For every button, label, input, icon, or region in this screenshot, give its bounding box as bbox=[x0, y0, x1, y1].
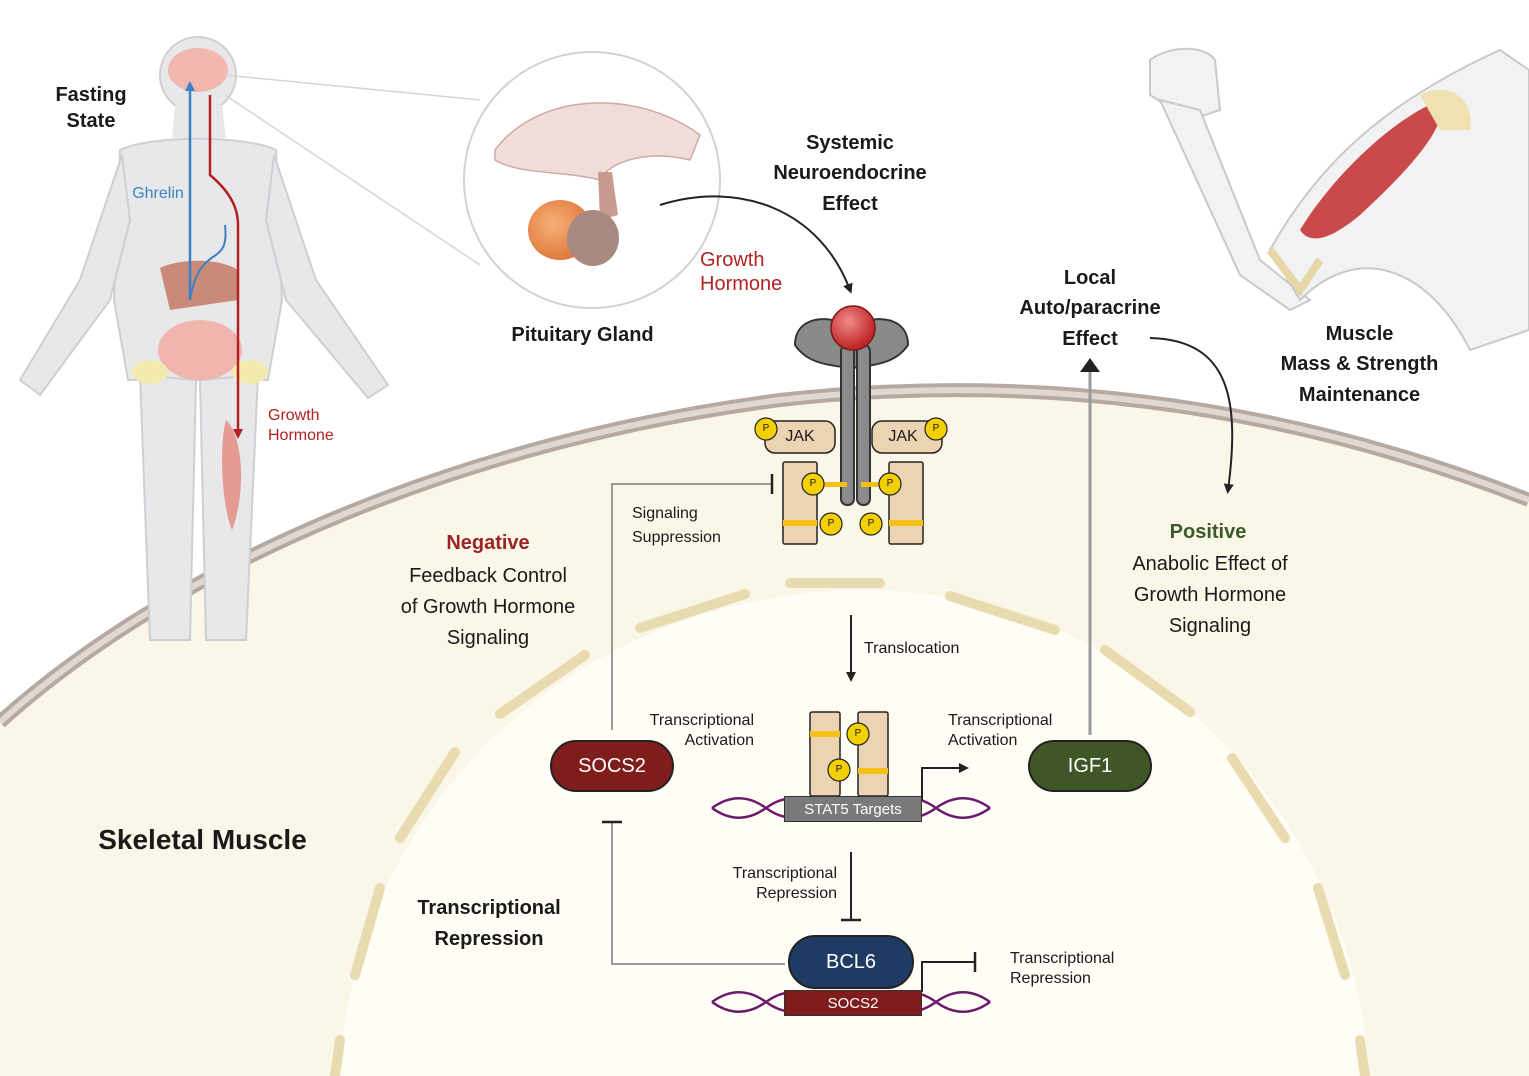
negative-body: Feedback Control of Growth Hormone Signa… bbox=[378, 561, 598, 654]
signaling-suppression-line-2: Suppression bbox=[632, 529, 721, 546]
human-body-illustration bbox=[18, 36, 390, 641]
phospho-sites bbox=[754, 417, 948, 782]
systemic-effect-line-2: Neuroendocrine bbox=[773, 162, 927, 185]
transcriptional-repression-left-line-2: Repression bbox=[434, 928, 544, 950]
negative-body-line-3: Signaling bbox=[446, 627, 530, 649]
growth-hormone-body-line-2: Hormone bbox=[268, 426, 334, 444]
phospho-label: P bbox=[809, 478, 817, 489]
transcriptional-repression-center-label: Transcriptional Repression bbox=[712, 864, 837, 903]
muscle-mass-line-2: Mass & Strength bbox=[1280, 353, 1439, 376]
negative-title: Negative bbox=[446, 532, 530, 554]
phospho-label: P bbox=[932, 423, 940, 434]
positive-body: Anabolic Effect of Growth Hormone Signal… bbox=[1100, 549, 1320, 642]
positive-title: Positive bbox=[1169, 521, 1247, 543]
transcriptional-activation-right-label: Transcriptional Activation bbox=[948, 711, 1070, 750]
ghrelin-stomach-link bbox=[189, 224, 227, 301]
muscle-mass-label: Muscle Mass & Strength Maintenance bbox=[1262, 319, 1457, 410]
phospho-label: P bbox=[827, 518, 835, 529]
phospho-label: P bbox=[835, 764, 843, 775]
growth-hormone-ligand-line-2: Hormone bbox=[700, 273, 783, 295]
transcriptional-repression-right-line-1: Transcriptional bbox=[1010, 950, 1115, 967]
systemic-effect-label: Systemic Neuroendocrine Effect bbox=[755, 128, 945, 219]
bcl6-gene-repression-line bbox=[921, 961, 975, 992]
socs2-protein: SOCS2 bbox=[550, 740, 674, 792]
transcriptional-activation-left-label: Transcriptional Activation bbox=[632, 711, 754, 750]
signaling-suppression-line-1: Signaling bbox=[632, 505, 698, 522]
muscle-icon bbox=[222, 420, 242, 530]
transcriptional-repression-center-line-1: Transcriptional bbox=[732, 865, 837, 882]
transcriptional-activation-left-line-1: Transcriptional bbox=[649, 712, 754, 729]
intestine-icon bbox=[158, 320, 242, 380]
transcription-start-arrow bbox=[921, 763, 969, 800]
local-effect-label: Local Auto/paracrine Effect bbox=[1000, 263, 1180, 354]
socs2-gene: SOCS2 bbox=[784, 990, 922, 1016]
liver-icon bbox=[160, 260, 238, 310]
negative-body-line-1: Feedback Control bbox=[409, 565, 567, 587]
growth-hormone-body-label: Growth Hormone bbox=[268, 406, 358, 445]
growth-hormone-body-line-1: Growth bbox=[268, 407, 320, 424]
pituitary-gland-label: Pituitary Gland bbox=[511, 324, 654, 346]
skeletal-muscle-label: Skeletal Muscle bbox=[98, 824, 307, 855]
jak-left-label: JAK bbox=[785, 428, 815, 445]
systemic-arrow bbox=[659, 195, 853, 294]
igf1-up-arrow-head bbox=[1080, 358, 1100, 372]
bcl6-protein: BCL6 bbox=[788, 935, 914, 989]
fasting-state-label: Fasting State bbox=[40, 82, 142, 134]
local-effect-line-2: Auto/paracrine bbox=[1019, 297, 1161, 320]
bcl6-socs2-repression-line bbox=[611, 822, 785, 965]
transcriptional-activation-left-line-2: Activation bbox=[684, 731, 754, 749]
fasting-state-line-1: Fasting bbox=[55, 84, 127, 106]
transcriptional-repression-right-line-2: Repression bbox=[1010, 969, 1091, 987]
arm-illustration bbox=[1149, 47, 1529, 352]
signaling-suppression-line bbox=[611, 483, 772, 730]
ghrelin-label: Ghrelin bbox=[132, 185, 184, 202]
signaling-suppression-label: Signaling Suppression bbox=[632, 502, 742, 550]
fasting-state-line-2: State bbox=[66, 110, 116, 132]
local-effect-line-1: Local bbox=[1063, 267, 1117, 289]
pituitary-zoom bbox=[224, 51, 721, 309]
translocation-label: Translocation bbox=[864, 640, 960, 657]
growth-hormone-ligand-icon bbox=[830, 305, 876, 351]
local-effect-line-3: Effect bbox=[1062, 327, 1118, 350]
positive-body-line-1: Anabolic Effect of bbox=[1132, 553, 1288, 575]
phospho-label: P bbox=[886, 478, 894, 489]
systemic-effect-line-3: Effect bbox=[822, 192, 878, 215]
growth-hormone-ligand-label: Growth Hormone bbox=[700, 248, 815, 296]
jak-right-label: JAK bbox=[888, 428, 918, 445]
stat5-targets-gene: STAT5 Targets bbox=[784, 796, 922, 822]
transcriptional-repression-left-line-1: Transcriptional bbox=[417, 897, 561, 919]
bicep-muscle-icon bbox=[1300, 100, 1442, 239]
transcriptional-repression-center-line-2: Repression bbox=[756, 884, 837, 902]
phospho-label: P bbox=[762, 423, 770, 434]
negative-body-line-2: of Growth Hormone bbox=[400, 596, 576, 618]
pituitary-posterior-icon bbox=[567, 210, 619, 266]
systemic-effect-line-1: Systemic bbox=[806, 132, 894, 154]
phospho-label: P bbox=[854, 728, 862, 739]
gh-receptor bbox=[793, 305, 910, 506]
muscle-mass-line-3: Maintenance bbox=[1298, 383, 1421, 406]
nucleus bbox=[340, 589, 1370, 1076]
nuclear-envelope bbox=[330, 578, 1370, 1076]
transcriptional-repression-left-label: Transcriptional Repression bbox=[395, 893, 583, 955]
brain-icon bbox=[168, 48, 228, 92]
phospho-label: P bbox=[867, 518, 875, 529]
positive-body-line-2: Growth Hormone bbox=[1133, 584, 1287, 606]
transcriptional-activation-right-line-2: Activation bbox=[948, 731, 1018, 749]
transcriptional-activation-right-line-1: Transcriptional bbox=[948, 712, 1053, 729]
transcriptional-repression-right-label: Transcriptional Repression bbox=[1010, 949, 1135, 988]
growth-hormone-ligand-line-1: Growth bbox=[700, 249, 765, 271]
growth-hormone-body-arrow bbox=[208, 95, 243, 439]
igf1-protein: IGF1 bbox=[1028, 740, 1152, 792]
positive-body-line-3: Signaling bbox=[1168, 615, 1252, 637]
local-effect-arrow bbox=[1149, 337, 1234, 494]
muscle-mass-line-1: Muscle bbox=[1325, 323, 1394, 345]
